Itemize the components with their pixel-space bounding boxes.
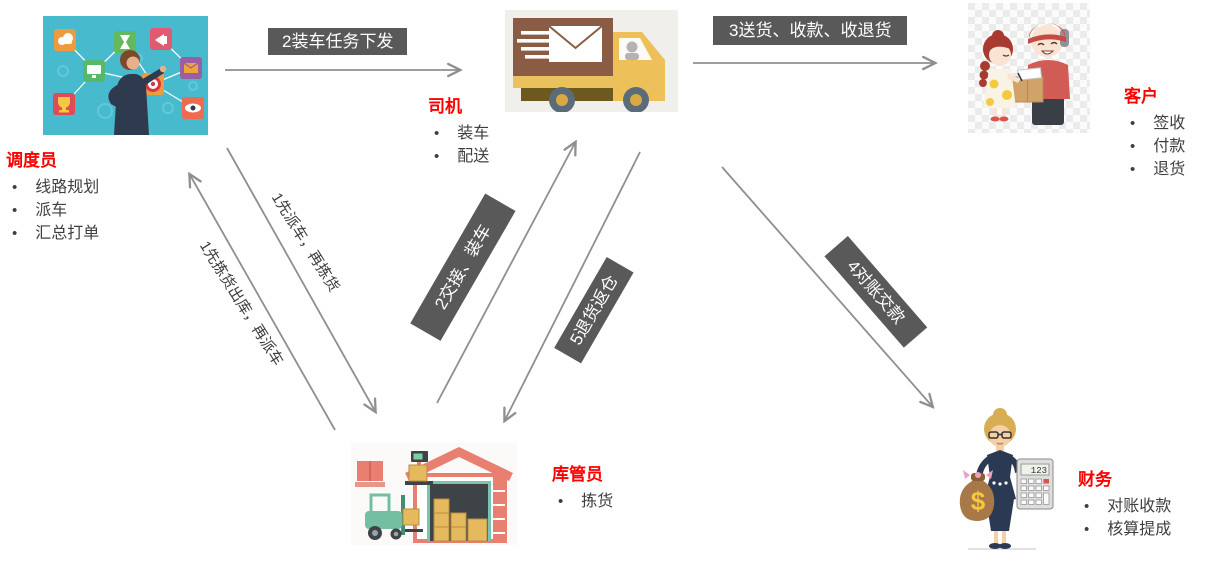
finance-card: 财务 对账收款 核算提成	[1078, 469, 1171, 541]
flow-box-delivery: 3送货、收款、收退货	[713, 16, 908, 45]
arrow-warehouse-to-dispatcher	[190, 175, 336, 431]
flow-box-reconcile-payment: 4对账交款	[824, 235, 928, 349]
finance-task-list: 对账收款 核算提成	[1078, 495, 1171, 541]
task-item: 装车	[428, 122, 489, 145]
task-item: 核算提成	[1078, 518, 1171, 541]
monitor-icon	[83, 60, 105, 82]
task-item: 退货	[1124, 158, 1185, 181]
customer-illustration	[968, 3, 1090, 133]
svg-text:$: $	[971, 486, 986, 516]
finance-illustration: $ 123	[940, 403, 1060, 553]
driver-task-list: 装车 配送	[428, 122, 489, 168]
warehouse-keeper-card: 库管员 拣货	[552, 464, 613, 513]
task-item: 对账收款	[1078, 495, 1171, 518]
dispatcher-card: 调度员 线路规划 派车 汇总打单	[6, 150, 99, 245]
customer-title: 客户	[1124, 87, 1158, 106]
megaphone-icon	[150, 28, 172, 50]
arrow-dispatcher-to-warehouse	[226, 147, 375, 411]
task-item: 签收	[1124, 112, 1185, 135]
finance-woman-figure	[976, 408, 1021, 549]
warehouse-illustration	[351, 443, 517, 545]
warehouse-shelving	[493, 477, 505, 541]
warehouse-boxes	[433, 498, 488, 542]
trophy-icon	[53, 93, 75, 115]
envelope-icon	[548, 25, 603, 62]
dispatcher-task-list: 线路规划 派车 汇总打单	[6, 176, 99, 245]
warehouse-keeper-task-list: 拣货	[552, 490, 613, 513]
customer-task-list: 签收 付款 退货	[1124, 112, 1185, 181]
driver-card: 司机 装车 配送	[428, 96, 489, 168]
pallet-box	[355, 461, 385, 487]
task-item: 派车	[6, 199, 99, 222]
task-item: 线路规划	[6, 176, 99, 199]
finance-title: 财务	[1078, 470, 1112, 489]
task-item: 配送	[428, 145, 489, 168]
flow-text-pick-then-dispatch: 1先拣货出库，再派车	[195, 238, 287, 369]
truck-wheels	[549, 87, 649, 112]
driver-silhouette	[625, 41, 639, 60]
hourglass-icon	[114, 31, 136, 53]
task-item: 拣货	[552, 490, 613, 513]
driver-truck-illustration	[505, 10, 678, 112]
flow-box-handover-loading: 2交接、装车	[410, 193, 516, 341]
calculator-display: 123	[1031, 466, 1047, 476]
flow-box-delivery-label: 3送货、收款、收退货	[729, 21, 892, 40]
speed-lines	[517, 31, 550, 59]
flow-text-dispatch-then-pick: 1先派车，再拣货	[267, 189, 343, 296]
task-item: 汇总打单	[6, 222, 99, 245]
eye-icon	[182, 97, 204, 119]
envelope-icon	[180, 57, 202, 79]
forklift-icon	[365, 493, 423, 540]
dispatcher-title: 调度员	[6, 151, 57, 170]
girl-figure	[979, 30, 1023, 122]
money-bag-icon: $	[959, 470, 995, 521]
task-item: 付款	[1124, 135, 1185, 158]
driver-title: 司机	[428, 97, 462, 116]
calculator-icon: 123	[1016, 458, 1054, 510]
dispatcher-illustration	[43, 16, 208, 135]
customer-card: 客户 签收 付款 退货	[1124, 86, 1185, 181]
flow-box-return-to-warehouse: 5退货返仓	[554, 256, 634, 364]
arrow-driver-to-finance	[721, 166, 932, 406]
cloud-icon	[54, 29, 76, 51]
scale-icon	[405, 451, 433, 485]
warehouse-keeper-title: 库管员	[552, 465, 603, 484]
flow-box-loading-task-label: 2装车任务下发	[282, 32, 394, 51]
flow-box-loading-task: 2装车任务下发	[268, 28, 408, 55]
dispatcher-figure	[108, 50, 167, 135]
